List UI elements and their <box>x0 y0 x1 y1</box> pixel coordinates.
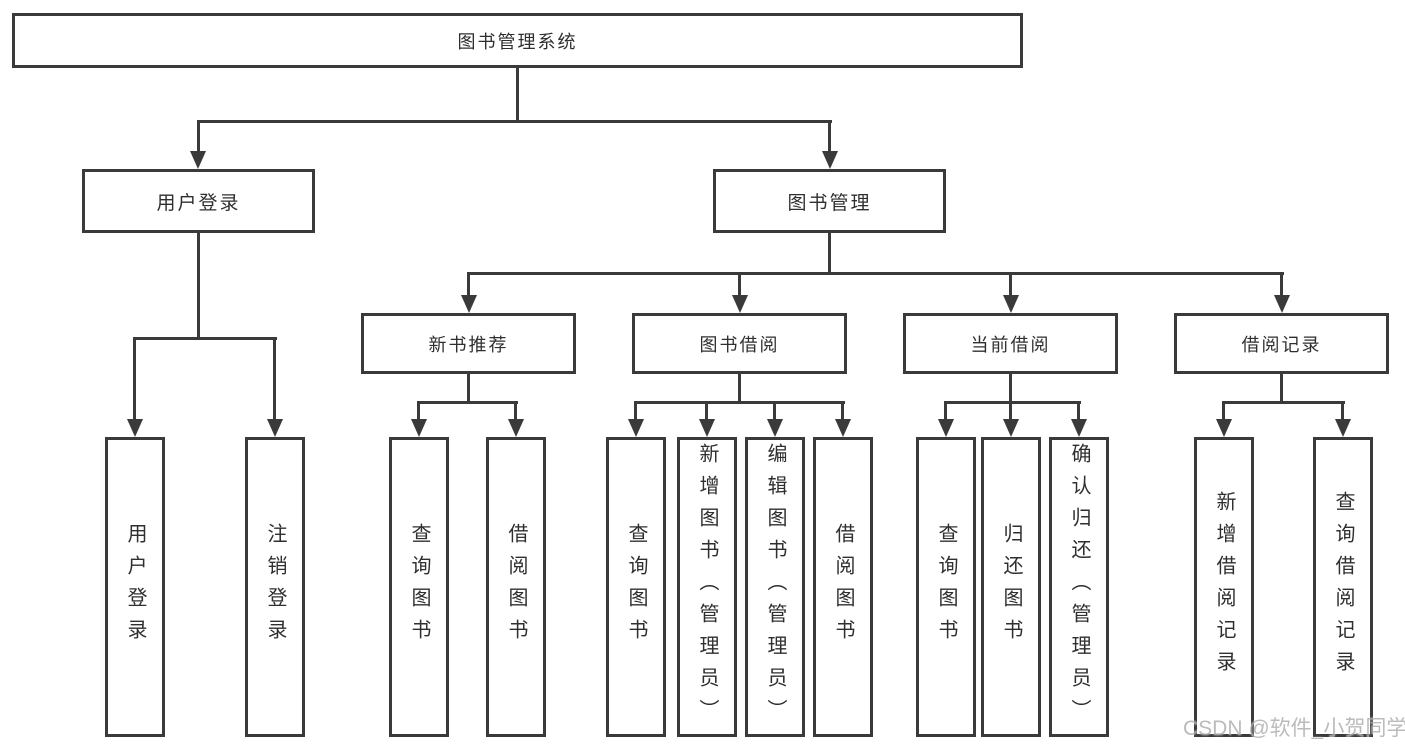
connector-drop-leaf <box>1222 401 1225 421</box>
connector-drop-leaf <box>705 401 708 421</box>
connector-recommend-stub <box>467 374 470 404</box>
connector-drop-login <box>197 120 200 153</box>
leaf-borrow-books: 借阅图书 <box>813 437 873 737</box>
leaf-borrow-books-recommend: 借阅图书 <box>486 437 546 737</box>
connector-drop-l3 <box>1009 272 1012 298</box>
connector-drop-leaf <box>1009 401 1012 421</box>
arrowhead-leaf <box>835 419 851 437</box>
connector-borrow-bar <box>634 401 845 404</box>
connector-root-stub <box>516 68 519 123</box>
connector-drop-leaf <box>514 401 517 421</box>
node-user-login: 用户登录 <box>82 169 315 233</box>
connector-borrow-stub <box>738 374 741 404</box>
leaf-confirm-return-admin: 确认归还（管理员） <box>1049 437 1109 737</box>
arrowhead-leaf <box>938 419 954 437</box>
leaf-add-books-admin: 新增图书（管理员） <box>677 437 737 737</box>
node-new-book-recommend: 新书推荐 <box>361 313 576 374</box>
arrowhead-leaf <box>699 419 715 437</box>
node-label: 当前借阅 <box>970 334 1051 355</box>
arrowhead-leaf <box>508 419 524 437</box>
arrowhead-mgmt <box>822 151 838 169</box>
arrowhead-login <box>190 151 206 169</box>
node-label: 用户登录 <box>156 192 241 214</box>
connector-drop-leaf <box>841 401 844 421</box>
connector-login-stub <box>197 233 200 340</box>
node-label: 图书管理系统 <box>457 31 578 52</box>
connector-recommend-bar <box>417 401 518 404</box>
node-label: 图书管理 <box>787 192 872 214</box>
connector-drop-leaf <box>273 337 276 421</box>
arrowhead-leaf <box>1071 419 1087 437</box>
node-label: 图书借阅 <box>699 334 780 355</box>
connector-drop-leaf <box>1341 401 1344 421</box>
leaf-label: 借阅图书 <box>832 523 854 651</box>
leaf-user-login: 用户登录 <box>105 437 165 737</box>
leaf-query-books-current: 查询图书 <box>916 437 976 737</box>
connector-drop-leaf <box>417 401 420 421</box>
leaf-add-borrow-record: 新增借阅记录 <box>1194 437 1254 737</box>
connector-drop-leaf <box>944 401 947 421</box>
leaf-label: 新增借阅记录 <box>1213 491 1235 683</box>
node-label: 新书推荐 <box>428 334 509 355</box>
arrowhead-leaf <box>127 419 143 437</box>
leaf-logout: 注销登录 <box>245 437 305 737</box>
connector-drop-leaf <box>133 337 136 421</box>
connector-records-bar <box>1222 401 1345 404</box>
arrowhead-leaf <box>1335 419 1351 437</box>
leaf-label: 确认归还（管理员） <box>1068 443 1090 731</box>
leaf-label: 查询图书 <box>935 523 957 651</box>
node-label: 借阅记录 <box>1241 334 1322 355</box>
leaf-label: 查询图书 <box>625 523 647 651</box>
node-book-borrow: 图书借阅 <box>632 313 847 374</box>
node-library-system: 图书管理系统 <box>12 13 1023 68</box>
leaf-label: 编辑图书（管理员） <box>764 443 786 731</box>
node-current-borrow: 当前借阅 <box>903 313 1118 374</box>
leaf-label: 查询借阅记录 <box>1332 491 1354 683</box>
arrowhead-leaf <box>1003 419 1019 437</box>
csdn-watermark: CSDN @软件_小贺同学 <box>1183 717 1405 740</box>
leaf-label: 查询图书 <box>408 523 430 651</box>
arrowhead-leaf <box>1216 419 1232 437</box>
arrowhead-leaf <box>628 419 644 437</box>
connector-drop-leaf <box>773 401 776 421</box>
leaf-query-borrow-record: 查询借阅记录 <box>1313 437 1373 737</box>
node-borrow-records: 借阅记录 <box>1174 313 1389 374</box>
connector-current-stub <box>1009 374 1012 404</box>
leaf-label: 归还图书 <box>1000 523 1022 651</box>
arrowhead-l3 <box>461 295 477 313</box>
connector-records-stub <box>1280 374 1283 404</box>
connector-level3-bar <box>467 272 1284 275</box>
connector-drop-mgmt <box>828 120 831 153</box>
arrowhead-leaf <box>767 419 783 437</box>
connector-drop-leaf <box>634 401 637 421</box>
leaf-edit-books-admin: 编辑图书（管理员） <box>745 437 805 737</box>
connector-current-bar <box>944 401 1081 404</box>
connector-level2-bar <box>197 120 832 123</box>
arrowhead-l3 <box>1274 295 1290 313</box>
arrowhead-l3 <box>1003 295 1019 313</box>
connector-drop-leaf <box>1077 401 1080 421</box>
leaf-label: 用户登录 <box>124 523 146 651</box>
connector-login-bar <box>133 337 277 340</box>
arrowhead-leaf <box>411 419 427 437</box>
leaf-label: 注销登录 <box>264 523 286 651</box>
leaf-query-books-recommend: 查询图书 <box>389 437 449 737</box>
connector-drop-l3 <box>467 272 470 298</box>
leaf-label: 新增图书（管理员） <box>696 443 718 731</box>
leaf-query-books-borrow: 查询图书 <box>606 437 666 737</box>
connector-drop-l3 <box>1280 272 1283 298</box>
connector-drop-l3 <box>738 272 741 298</box>
leaf-return-books: 归还图书 <box>981 437 1041 737</box>
leaf-label: 借阅图书 <box>505 523 527 651</box>
arrowhead-leaf <box>267 419 283 437</box>
connector-mgmt-stub <box>828 233 831 275</box>
arrowhead-l3 <box>732 295 748 313</box>
node-book-management: 图书管理 <box>713 169 946 233</box>
